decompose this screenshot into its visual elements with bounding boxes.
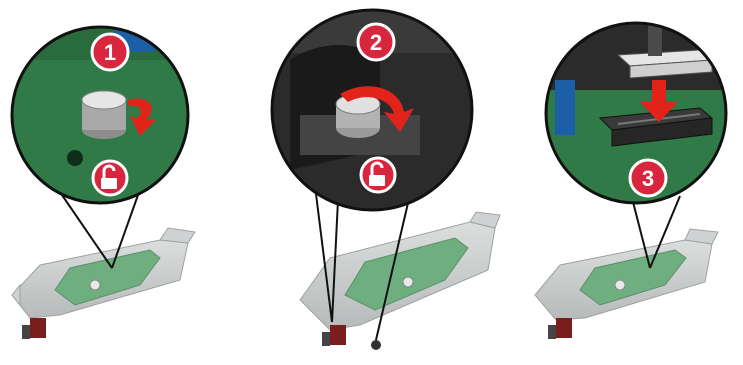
step-badge-2: 2	[358, 24, 394, 60]
step-number-label: 3	[642, 166, 654, 191]
step-number-label: 2	[370, 30, 382, 55]
tray-illustration	[300, 212, 500, 350]
step-3-panel: 3	[535, 20, 740, 339]
step-number-label: 1	[104, 40, 116, 65]
unlock-icon	[361, 158, 395, 192]
step-1-panel: 1	[0, 20, 200, 339]
tray-illustration	[12, 228, 195, 339]
step-badge-3: 3	[630, 160, 666, 196]
step-2-panel: 2	[270, 8, 500, 350]
unlock-icon	[93, 161, 127, 195]
step-badge-1: 1	[92, 34, 128, 70]
tray-illustration	[535, 229, 718, 339]
